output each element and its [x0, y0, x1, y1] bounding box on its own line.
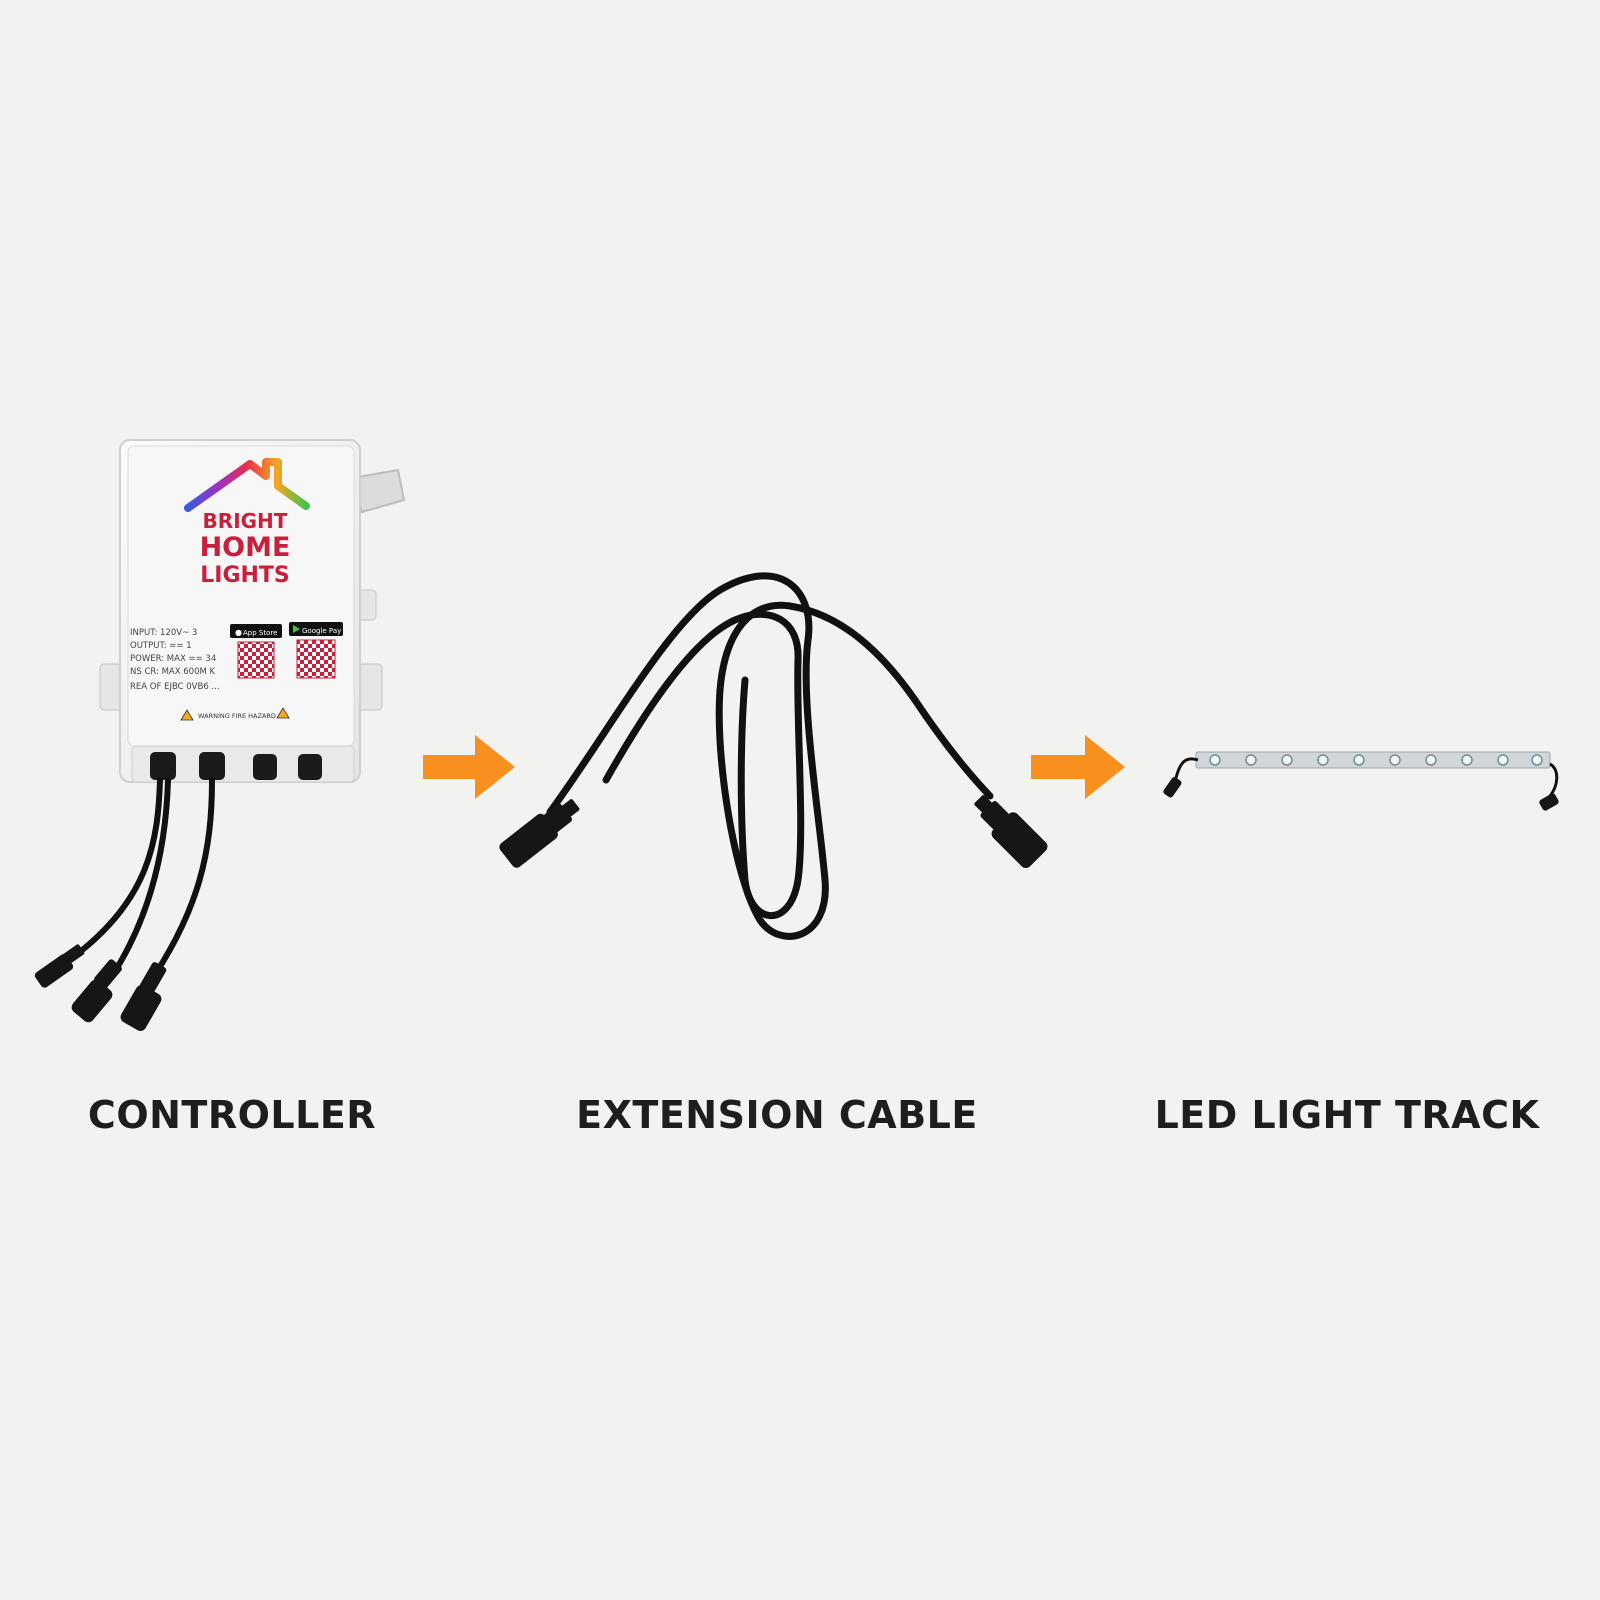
brand-logo: BRIGHT HOME LIGHTS: [184, 458, 310, 588]
spec-line: OUTPUT: == 1: [130, 641, 192, 651]
app-store-badge-label: App Store: [243, 629, 277, 637]
warning-label: WARNING FIRE HAZARD: [180, 707, 290, 721]
spec-line: NS CR: MAX 600M K: [130, 667, 216, 677]
logo-text-line2: HOME: [200, 532, 291, 563]
logo-text-line1: BRIGHT: [203, 509, 288, 533]
led-diodes: [1209, 754, 1543, 766]
google-play-badge-label: Google Pay: [302, 627, 341, 635]
arrow-right-icon: [1031, 735, 1125, 799]
spec-line: POWER: MAX == 34: [130, 654, 216, 664]
app-store-badge: ● App Store: [230, 624, 282, 638]
caption-led-light-track: LED LIGHT TRACK: [1154, 1093, 1540, 1137]
warning-text: WARNING FIRE HAZARD: [198, 712, 276, 720]
spec-line: REA OF EJBC 0VB6 ...: [130, 682, 220, 692]
controller-device: BRIGHT HOME LIGHTS INPUT: 120V~ 3 OUTPUT…: [34, 439, 406, 1031]
caption-controller: CONTROLLER: [87, 1093, 377, 1137]
extension-cable: [499, 572, 1048, 940]
google-play-badge: Google Pay: [289, 622, 343, 636]
spec-line: INPUT: 120V~ 3: [130, 628, 197, 638]
warning-icon: [276, 707, 290, 719]
qr-code-icon: [296, 639, 336, 679]
caption-extension-cable: EXTENSION CABLE: [576, 1093, 978, 1137]
house-roof-icon: [184, 458, 310, 512]
spec-label: INPUT: 120V~ 3 OUTPUT: == 1 POWER: MAX =…: [130, 628, 220, 692]
warning-icon: [180, 709, 194, 721]
qr-code-icon: [237, 641, 275, 679]
arrow-right-icon: [423, 735, 515, 799]
apple-icon: ●: [235, 628, 242, 637]
led-light-track: [1163, 751, 1559, 811]
logo-text-line3: LIGHTS: [200, 563, 290, 588]
play-store-icon: [293, 625, 300, 633]
